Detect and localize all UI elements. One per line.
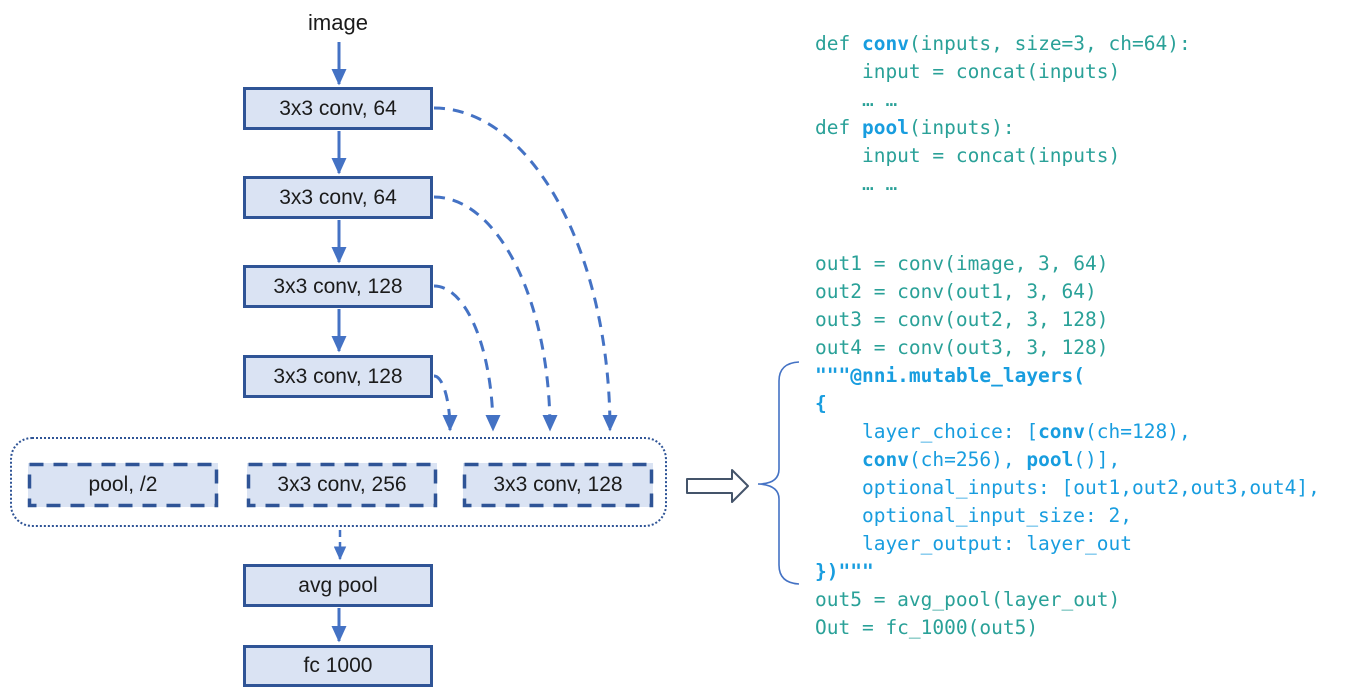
conv-layer-box-1: 3x3 conv, 64: [243, 87, 433, 130]
transform-arrow-icon: [686, 469, 749, 503]
code-brace-icon: [757, 361, 800, 585]
code-line: })""": [815, 558, 1320, 586]
code-def-block: def conv(inputs, size=3, ch=64): input =…: [815, 30, 1320, 198]
code-line: layer_choice: [conv(ch=128),: [815, 418, 1320, 446]
code-segment: layer_choice: [: [815, 420, 1039, 443]
code-line: def pool(inputs):: [815, 114, 1320, 142]
code-segment: {: [815, 392, 827, 415]
code-segment: pool: [861, 116, 909, 139]
code-segment: Out = fc_1000(out5): [815, 616, 1039, 639]
code-segment: def: [815, 32, 862, 55]
code-line: def conv(inputs, size=3, ch=64):: [815, 30, 1320, 58]
flow-arrows: [331, 42, 347, 643]
code-segment: optional_inputs: [out1,out2,out3,out4],: [815, 476, 1320, 499]
code-segment: conv: [861, 448, 909, 471]
code-segment: conv: [1038, 420, 1086, 443]
code-segment: optional_input_size: 2,: [815, 504, 1132, 527]
code-line: input = concat(inputs): [815, 58, 1320, 86]
code-line: … …: [815, 86, 1320, 114]
code-segment: (inputs, size=3, ch=64):: [908, 32, 1191, 55]
code-segment: def: [815, 116, 862, 139]
code-line: {: [815, 390, 1320, 418]
skip-connection-arrow: [433, 374, 458, 432]
skip-connection-arrow: [433, 106, 618, 432]
code-segment: out2 = conv(out1, 3, 64): [815, 280, 1097, 303]
code-segment: layer_output: layer_out: [815, 532, 1132, 555]
code-segment: })""": [815, 560, 874, 583]
code-segment: out5 = avg_pool(layer_out): [815, 588, 1121, 611]
code-segment: input = concat(inputs): [815, 144, 1121, 167]
left-curly-brace: [757, 361, 800, 585]
code-line: out4 = conv(out3, 3, 128): [815, 334, 1320, 362]
layer-choice-container: [10, 437, 667, 527]
right-block-arrow: [686, 469, 749, 503]
code-segment: out4 = conv(out3, 3, 128): [815, 336, 1109, 359]
choice-box-pool: pool, /2: [28, 463, 218, 507]
code-segment: (ch=256),: [908, 448, 1027, 471]
conv-layer-box-2: 3x3 conv, 64: [243, 176, 433, 219]
code-main-block: out1 = conv(image, 3, 64) out2 = conv(out…: [815, 250, 1320, 642]
code-line: optional_input_size: 2,: [815, 502, 1320, 530]
code-line: conv(ch=256), pool()],: [815, 446, 1320, 474]
code-line: out2 = conv(out1, 3, 64): [815, 278, 1320, 306]
code-panel: def conv(inputs, size=3, ch=64): input =…: [815, 30, 1320, 642]
code-line: """@nni.mutable_layers(: [815, 362, 1320, 390]
code-line: Out = fc_1000(out5): [815, 614, 1320, 642]
code-line: out1 = conv(image, 3, 64): [815, 250, 1320, 278]
code-segment: input = concat(inputs): [815, 60, 1121, 83]
code-line: input = concat(inputs): [815, 142, 1320, 170]
code-segment: conv: [861, 32, 909, 55]
fc-1000-box: fc 1000: [243, 645, 433, 687]
code-segment: (inputs):: [908, 116, 1015, 139]
conv-layer-box-4: 3x3 conv, 128: [243, 355, 433, 398]
choice-box-conv128: 3x3 conv, 128: [463, 463, 653, 507]
skip-connection-arrows: [433, 106, 618, 432]
code-line: out5 = avg_pool(layer_out): [815, 586, 1320, 614]
code-segment: out3 = conv(out2, 3, 128): [815, 308, 1109, 331]
code-segment: pool: [1026, 448, 1074, 471]
code-segment: … …: [815, 88, 898, 111]
skip-connection-arrow: [433, 284, 501, 432]
code-segment: """@nni.mutable_layers(: [815, 364, 1086, 387]
skip-connection-arrow: [433, 195, 558, 432]
avg-pool-box: avg pool: [243, 564, 433, 607]
choice-box-conv256: 3x3 conv, 256: [247, 463, 437, 507]
input-label: image: [308, 10, 368, 35]
code-segment: ()],: [1073, 448, 1121, 471]
conv-layer-box-3: 3x3 conv, 128: [243, 265, 433, 308]
code-segment: (ch=128),: [1085, 420, 1191, 443]
code-line: … …: [815, 170, 1320, 198]
code-line: out3 = conv(out2, 3, 128): [815, 306, 1320, 334]
code-line: optional_inputs: [out1,out2,out3,out4],: [815, 474, 1320, 502]
code-line: layer_output: layer_out: [815, 530, 1320, 558]
code-segment: [815, 448, 862, 471]
code-segment: … …: [815, 172, 898, 195]
code-segment: out1 = conv(image, 3, 64): [815, 252, 1109, 275]
